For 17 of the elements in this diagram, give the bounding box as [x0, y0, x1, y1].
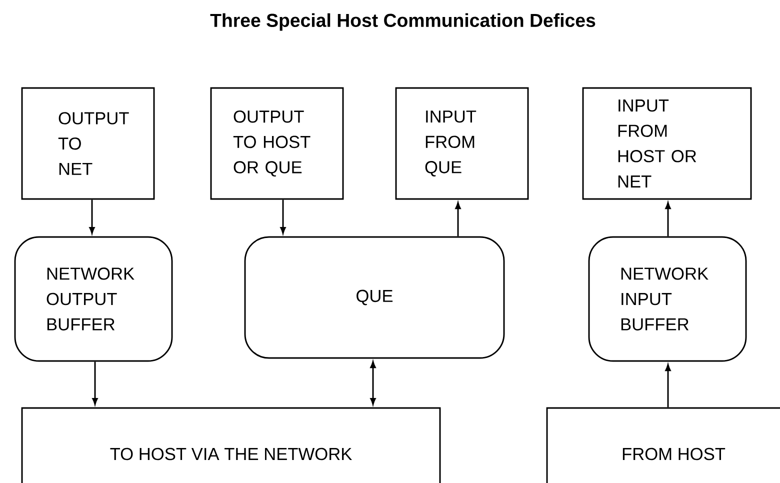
output-box: OUTPUT TO NET [21, 87, 155, 200]
buffer-box: NETWORK OUTPUT BUFFER [14, 236, 173, 362]
host-box: FROM HOST [546, 407, 780, 483]
arrow [92, 362, 98, 405]
arrow [665, 202, 671, 236]
buffer-box: NETWORK INPUT BUFFER [588, 236, 747, 362]
arrow [455, 202, 461, 236]
input-box: INPUT FROM HOST OR NET [582, 87, 752, 200]
title: Three Special Host Communication Defices [210, 13, 596, 31]
output-box: OUTPUT TO HOST OR QUE [210, 87, 344, 200]
queue-box: QUE [244, 236, 505, 359]
arrow [665, 364, 671, 408]
input-box: INPUT FROM QUE [395, 87, 529, 200]
arrow [89, 200, 95, 234]
arrow [370, 361, 376, 405]
arrow [280, 200, 286, 234]
host-box: TO HOST VIA THE NETWORK [21, 407, 441, 483]
